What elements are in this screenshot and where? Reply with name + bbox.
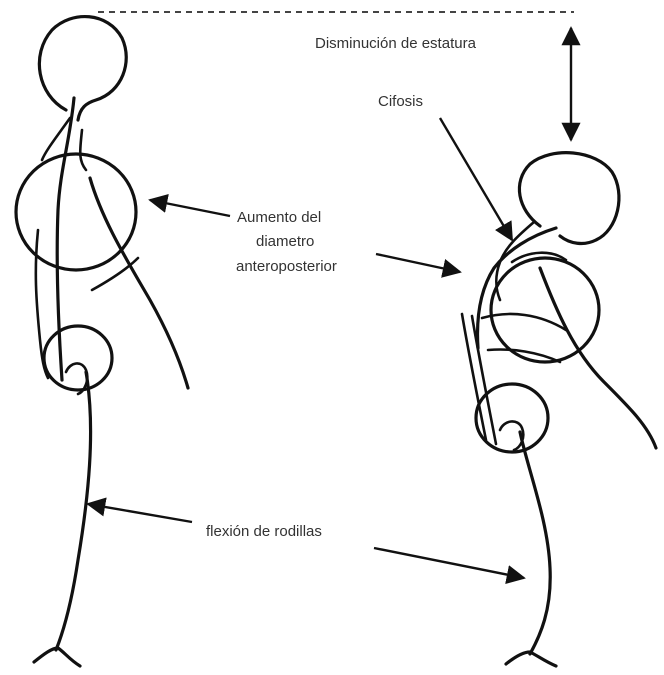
upright-head xyxy=(39,17,126,120)
upright-spine xyxy=(57,98,74,380)
knee-arrow-left xyxy=(88,504,192,522)
upright-pelvis-circle xyxy=(44,326,112,390)
ap-label-line-3: anteroposterior xyxy=(236,258,337,275)
upright-leg xyxy=(56,372,91,650)
stooped-pelvis-circle xyxy=(476,384,548,452)
upright-rib-line xyxy=(92,258,138,290)
upright-figure xyxy=(16,17,188,666)
ap-arrow-right xyxy=(376,254,460,272)
stooped-upper-back xyxy=(478,228,556,348)
kyphosis-label: Cifosis xyxy=(378,93,423,110)
knee-flexion-label: flexión de rodillas xyxy=(206,523,322,540)
stooped-rib-line-2 xyxy=(488,350,560,363)
ap-label-line-2: diametro xyxy=(256,233,314,250)
ap-arrow-left xyxy=(150,200,230,216)
stooped-head xyxy=(519,153,619,244)
stooped-foot xyxy=(506,652,556,666)
stooped-chest-circle xyxy=(491,258,599,362)
height-loss-label: Disminución de estatura xyxy=(315,35,477,52)
stooped-figure xyxy=(462,153,656,666)
upright-neck-front xyxy=(80,130,86,170)
ap-label-line-1: Aumento del xyxy=(237,209,321,226)
stooped-leg xyxy=(520,432,550,654)
knee-arrow-right xyxy=(374,548,524,578)
upright-back-contour xyxy=(36,230,48,378)
upright-chest-circle xyxy=(16,154,136,270)
kyphosis-arrow xyxy=(440,118,512,240)
